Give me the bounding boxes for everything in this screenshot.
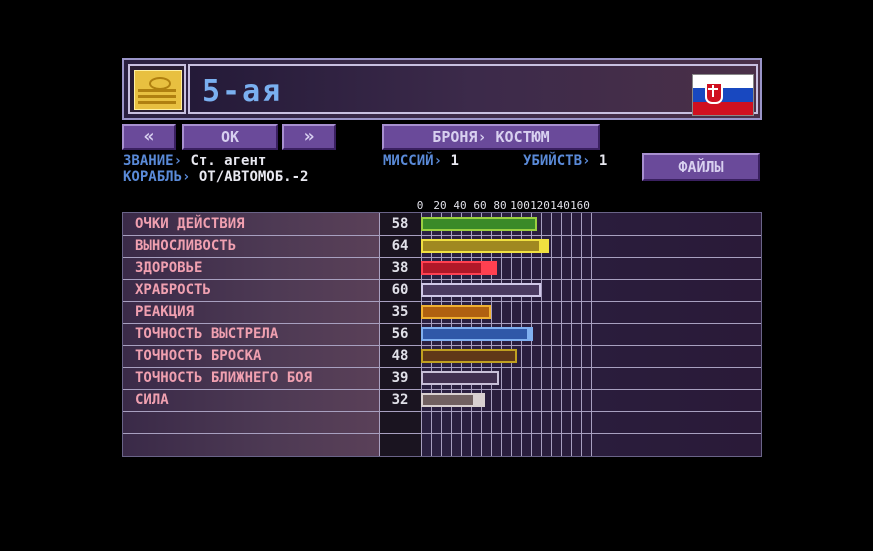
scale-tick-label: 0 [416, 199, 424, 212]
kills-info: УБИЙСТВ› 1 [523, 153, 607, 169]
scale-tick-label: 20 [433, 199, 447, 212]
row-divider [123, 389, 761, 390]
stat-name: ВЫНОСЛИВОСТЬ [135, 238, 237, 254]
previous-soldier-button[interactable]: « [122, 124, 176, 150]
stat-name: ТОЧНОСТЬ ВЫСТРЕЛА [135, 326, 279, 342]
row-divider [123, 323, 761, 324]
missions-info: МИССИЙ› 1 [383, 153, 459, 169]
grid-line [379, 213, 380, 456]
grid-line [551, 213, 552, 456]
stat-bar [421, 239, 549, 253]
kills-value: 1 [598, 153, 608, 169]
stat-value: 48 [391, 348, 409, 364]
stat-bar [421, 283, 541, 297]
row-divider [123, 345, 761, 346]
files-button[interactable]: ФАЙЛЫ [642, 153, 760, 181]
stat-bar [421, 217, 537, 231]
stat-values-column [379, 213, 421, 456]
scale-tick-label: 60 [473, 199, 487, 212]
craft-value: ОТ/АВТОМОБ.-2 [198, 169, 309, 185]
stat-bar-deficit [539, 239, 549, 253]
row-divider [123, 301, 761, 302]
armor-button[interactable]: БРОНЯ› КОСТЮМ [382, 124, 600, 150]
rank-badge [128, 64, 186, 114]
stat-name: СИЛА [135, 392, 169, 408]
row-divider [123, 411, 761, 412]
grid-line [591, 213, 592, 456]
rank-label: ЗВАНИЕ› [123, 153, 183, 169]
stat-bar [421, 327, 533, 341]
scale-tick-label: 100 [510, 199, 530, 212]
stat-bar-deficit [473, 393, 485, 407]
row-divider [123, 257, 761, 258]
stat-bar [421, 349, 517, 363]
stat-names-column [123, 213, 379, 456]
row-divider [123, 279, 761, 280]
stat-name: РЕАКЦИЯ [135, 304, 195, 320]
stat-bar-deficit [527, 327, 533, 341]
stat-value: 56 [391, 326, 409, 342]
scale-tick-label: 140 [550, 199, 570, 212]
stat-name: ХРАБРОСТЬ [135, 282, 211, 298]
grid-line [581, 213, 582, 456]
scale-tick-label: 120 [530, 199, 550, 212]
rank-value: Ст. агент [190, 153, 267, 169]
scale-tick-label: 80 [493, 199, 507, 212]
soldier-header: 5-ая [122, 58, 762, 120]
soldier-name[interactable]: 5-ая [202, 74, 283, 109]
craft-info: КОРАБЛЬ› ОТ/АВТОМОБ.-2 [123, 169, 308, 185]
name-panel: 5-ая [188, 64, 758, 116]
stat-value: 64 [391, 238, 409, 254]
missions-value: 1 [450, 153, 459, 169]
stat-name: ТОЧНОСТЬ БЛИЖНЕГО БОЯ [135, 370, 313, 386]
stat-bar [421, 371, 499, 385]
stat-name: ЗДОРОВЬЕ [135, 260, 203, 276]
stat-value: 35 [391, 304, 409, 320]
stat-bar-deficit [481, 261, 497, 275]
stat-bar [421, 305, 491, 319]
grid-line [541, 213, 542, 456]
row-divider [123, 367, 761, 368]
stat-value: 32 [391, 392, 409, 408]
ok-button[interactable]: OK [182, 124, 278, 150]
scale-tick-label: 40 [453, 199, 467, 212]
missions-label: МИССИЙ› [383, 153, 443, 169]
scale-tick-label: 160 [570, 199, 590, 212]
stat-name: ТОЧНОСТЬ БРОСКА [135, 348, 262, 364]
next-soldier-button[interactable]: » [282, 124, 336, 150]
stat-value: 58 [391, 216, 409, 232]
sergeant-rank-emblem-icon [134, 70, 182, 110]
stat-value: 39 [391, 370, 409, 386]
stat-value: 38 [391, 260, 409, 276]
grid-line [561, 213, 562, 456]
kills-label: УБИЙСТВ› [523, 153, 591, 169]
rank-info: ЗВАНИЕ› Ст. агент [123, 153, 266, 169]
slovakia-flag-icon [692, 74, 754, 116]
stat-name: ОЧКИ ДЕЙСТВИЯ [135, 216, 245, 232]
grid-line [571, 213, 572, 456]
craft-label: КОРАБЛЬ› [123, 169, 191, 185]
row-divider [123, 235, 761, 236]
stat-value: 60 [391, 282, 409, 298]
row-divider [123, 433, 761, 434]
